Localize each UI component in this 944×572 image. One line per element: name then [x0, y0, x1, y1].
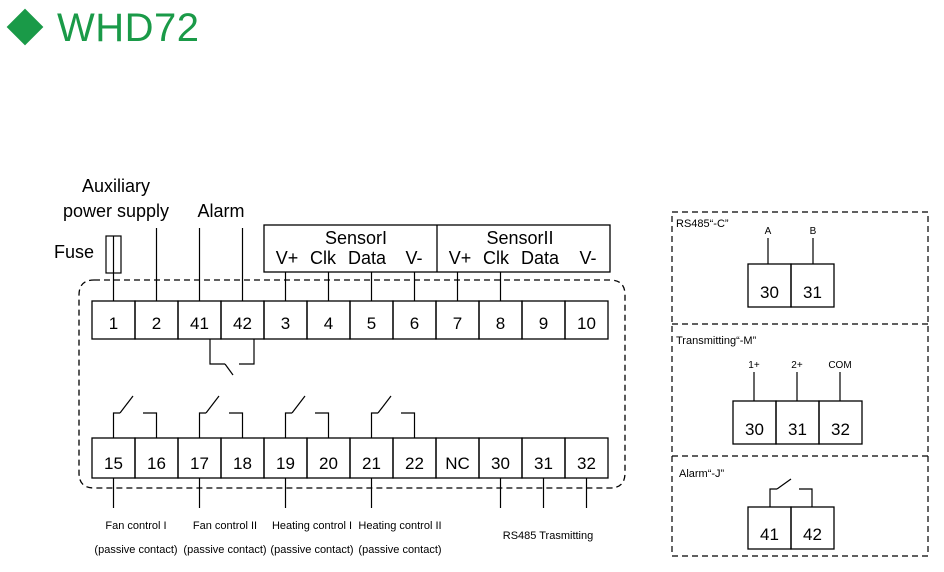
terminal-label-1: 1	[109, 314, 118, 333]
caption-fan1-line1: Fan control I	[105, 520, 166, 532]
caption-fan1-line2: (passive contact)	[94, 544, 177, 556]
terminal-label-20: 20	[319, 454, 338, 473]
terminal-label-2: 2	[152, 314, 161, 333]
header: WHD72	[0, 0, 944, 60]
option-transmitting-pin-com: COM	[828, 360, 851, 371]
alarm-contact-right-leg	[239, 339, 255, 365]
relay-contacts	[112, 395, 416, 438]
option-rs485-terminal-31	[790, 263, 835, 308]
caption-heat2-line2: (passive contact)	[358, 544, 441, 556]
option-transmitting-pin-2: 2+	[791, 360, 803, 371]
bottom-wires	[112, 478, 588, 508]
caption-heat1-line2: (passive contact)	[270, 544, 353, 556]
terminal-label-21: 21	[362, 454, 381, 473]
terminal-label-6: 6	[410, 314, 419, 333]
alarm-label: Alarm	[197, 201, 244, 221]
enclosure-dashed-outline	[78, 279, 626, 489]
alarm-contact-switch	[224, 363, 234, 376]
terminal-label-5: 5	[367, 314, 376, 333]
fuse-label: Fuse	[54, 242, 94, 262]
option-rs485-label-30: 30	[760, 283, 779, 302]
option-transmitting-label-32: 32	[831, 420, 850, 439]
top-terminal-box	[564, 300, 609, 340]
caption-rs485: RS485 Trasmitting	[503, 530, 593, 542]
option-rs485-title: RS485“-C”	[676, 218, 729, 230]
terminal-label-7: 7	[453, 314, 462, 333]
terminal-label-32: 32	[577, 454, 596, 473]
terminal-label-41: 41	[190, 314, 209, 333]
terminal-label-17: 17	[190, 454, 209, 473]
relay-contact-fan2	[198, 395, 244, 438]
bottom-terminal-strip	[91, 437, 609, 479]
terminal-label-31: 31	[534, 454, 553, 473]
aux-label-line1: Auxiliary	[82, 176, 150, 196]
terminal-label-19: 19	[276, 454, 295, 473]
sensor1-pin-vplus: V+	[276, 248, 299, 268]
top-terminal-strip	[91, 300, 609, 340]
caption-heat1-line1: Heating control I	[272, 520, 352, 532]
caption-fan2-line1: Fan control II	[193, 520, 257, 532]
terminal-label-22: 22	[405, 454, 424, 473]
terminal-label-8: 8	[496, 314, 505, 333]
option-rs485-pin-a: A	[765, 226, 772, 237]
relay-contact-fan1	[112, 395, 158, 438]
sensor1-pin-data: Data	[348, 248, 387, 268]
top-wires	[112, 228, 502, 301]
option-alarm-title: Alarm“-J”	[679, 468, 725, 480]
terminal-label-nc: NC	[445, 454, 470, 473]
option-alarm-label-42: 42	[803, 525, 822, 544]
terminal-label-4: 4	[324, 314, 333, 333]
terminal-label-15: 15	[104, 454, 123, 473]
page-title: WHD72	[57, 6, 200, 50]
relay-contact-heat1	[284, 395, 330, 438]
alarm-contact-symbol	[209, 339, 255, 376]
option-rs485-pin-b: B	[810, 226, 817, 237]
terminal-label-9: 9	[539, 314, 548, 333]
sensor1-title: SensorI	[325, 228, 387, 248]
aux-label-line2: power supply	[63, 201, 169, 221]
caption-heat2-line1: Heating control II	[358, 520, 441, 532]
sensor2-pin-clk: Clk	[483, 248, 510, 268]
terminal-label-42: 42	[233, 314, 252, 333]
sensor2-title: SensorII	[486, 228, 553, 248]
sensor2-pin-data: Data	[521, 248, 560, 268]
option-alarm-terminal-42	[790, 506, 835, 550]
terminal-label-16: 16	[147, 454, 166, 473]
caption-fan2-line2: (passive contact)	[183, 544, 266, 556]
relay-contact-heat2	[370, 395, 416, 438]
option-rs485-label-31: 31	[803, 283, 822, 302]
option-transmitting-label-31: 31	[788, 420, 807, 439]
sensor2-pin-vminus: V-	[579, 248, 596, 268]
option-transmitting-title: Transmitting“-M”	[676, 335, 757, 347]
option-transmitting-pin-1: 1+	[748, 360, 760, 371]
option-transmitting-label-30: 30	[745, 420, 764, 439]
option-alarm-label-41: 41	[760, 525, 779, 544]
terminal-label-10: 10	[577, 314, 596, 333]
sensor1-pin-vminus: V-	[405, 248, 422, 268]
sensor1-pin-clk: Clk	[310, 248, 337, 268]
option-transmitting-terminal-32	[818, 400, 863, 445]
terminal-label-30: 30	[491, 454, 510, 473]
terminal-label-3: 3	[281, 314, 290, 333]
alarm-contact-left-leg	[209, 339, 225, 365]
sensor2-pin-vplus: V+	[449, 248, 472, 268]
terminal-label-18: 18	[233, 454, 252, 473]
option-alarm-contact-symbol	[769, 478, 813, 507]
